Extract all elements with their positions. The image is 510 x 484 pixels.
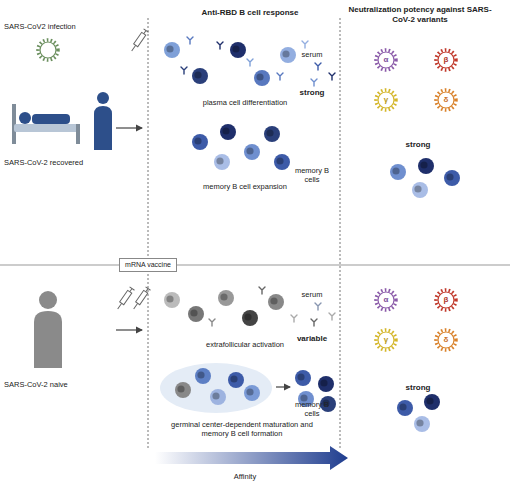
serum-antibodies	[311, 63, 335, 86]
b-cell	[195, 368, 211, 384]
row-label: serum	[290, 290, 334, 299]
memory-b-cells	[390, 158, 460, 198]
process-label: plasma cell differentiation	[180, 98, 310, 107]
person-icon	[94, 92, 112, 150]
germinal-center: germinal center-dependent maturation and…	[158, 360, 333, 446]
column-divider	[340, 18, 341, 448]
flow-arrow	[276, 386, 290, 387]
variant-letter: γ	[380, 95, 392, 105]
variant-letter: δ	[440, 335, 452, 345]
potency-label: strong	[290, 88, 334, 98]
memory-b-cells	[397, 394, 440, 432]
column-divider	[148, 18, 149, 448]
activated-cells	[164, 287, 297, 326]
variant-letter: δ	[440, 95, 452, 105]
variant-letter: α	[380, 295, 392, 305]
potency-label: strong	[396, 383, 440, 393]
process-label: germinal center-dependent maturation and…	[158, 420, 326, 438]
variant-letter: γ	[380, 335, 392, 345]
virus-icon	[38, 40, 58, 60]
column-heading: Neutralization potency against SARS-CoV-…	[340, 5, 500, 24]
variant-letter: α	[380, 55, 392, 65]
variant-letter: β	[440, 295, 452, 305]
group-label: SARS-CoV-2 naive	[4, 380, 114, 389]
b-cell	[210, 389, 226, 405]
affinity-arrow	[155, 446, 348, 470]
b-cell	[228, 372, 244, 388]
axis-label: Affinity	[215, 472, 275, 481]
serum-antibodies	[311, 303, 335, 326]
b-cell	[175, 382, 191, 398]
person-icon	[34, 291, 62, 368]
b-cell	[244, 385, 260, 401]
row-divider	[0, 265, 510, 266]
plasma-cells	[164, 37, 308, 86]
memory-b-cells	[192, 124, 290, 170]
variant-letter: β	[440, 55, 452, 65]
process-label: memory B cell expansion	[180, 182, 310, 191]
bed-icon	[12, 104, 80, 144]
flow-arrow	[116, 127, 142, 128]
variant-viruses	[376, 290, 456, 350]
condition-label: SARS-CoV2 infection	[4, 22, 94, 31]
column-heading: Anti-RBD B cell response	[175, 8, 325, 18]
row-label: memory B cells	[294, 400, 330, 418]
row-label: serum	[290, 50, 334, 59]
variant-viruses	[376, 50, 456, 110]
potency-label: strong	[396, 140, 440, 150]
vaccine-box: mRNA vaccine	[119, 258, 177, 272]
flow-arrow	[116, 329, 142, 330]
process-label: extrafollicular activation	[180, 340, 310, 349]
group-label: SARS-CoV-2 recovered	[4, 158, 114, 167]
syringe-icon	[131, 287, 150, 311]
row-label: memory B cells	[294, 166, 330, 184]
syringe-icon	[129, 29, 148, 53]
box-label: mRNA vaccine	[125, 261, 171, 269]
syringe-icon	[115, 287, 134, 311]
potency-label: variable	[290, 334, 334, 344]
germinal-center-ellipse	[160, 363, 272, 413]
